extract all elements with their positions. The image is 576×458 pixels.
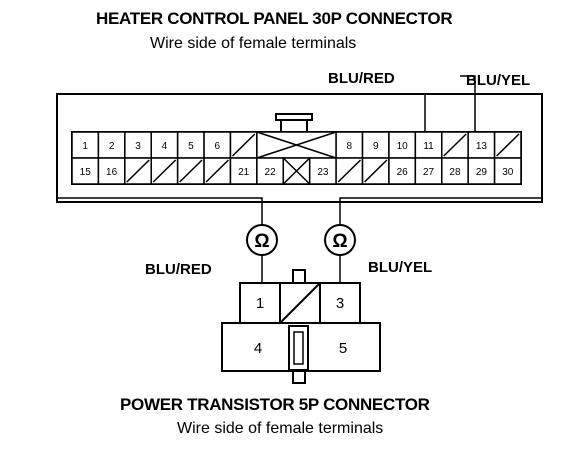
cavity-4: 4 <box>150 131 179 159</box>
transistor-wire-label-left: BLU/RED <box>145 261 212 278</box>
cavity-30: 30 <box>493 157 522 185</box>
cavity-empty <box>493 131 522 159</box>
heater-connector-bottom-row: 15 16 21 22 23 26 27 28 29 30 <box>71 157 522 185</box>
pin-label: 27 <box>423 167 435 178</box>
pin-label: 11 <box>423 141 434 152</box>
pin-label: 22 <box>265 167 277 178</box>
cavity-5: 5 <box>176 131 205 159</box>
heater-connector-subtitle: Wire side of female terminals <box>150 35 357 52</box>
wire-label-pin11: BLU/RED <box>328 70 395 87</box>
cavity-8: 8 <box>335 131 364 159</box>
pin-label: 1 <box>82 141 88 152</box>
pin-label: 28 <box>449 167 461 178</box>
cavity-empty <box>124 157 152 185</box>
cavity-blocked <box>256 131 337 159</box>
cavity-empty <box>150 157 179 185</box>
cavity-empty <box>229 131 258 159</box>
pin-label: 8 <box>347 141 353 152</box>
pin-label: 2 <box>109 141 115 152</box>
cavity-3: 3 <box>124 131 152 159</box>
pin-label: 10 <box>397 141 409 152</box>
cavity-empty <box>335 157 364 185</box>
cavity-empty <box>361 157 390 185</box>
transistor-terminal-4: 4 <box>254 340 262 357</box>
cavity-27: 27 <box>414 157 443 185</box>
ohmmeter-right: Ω <box>324 224 356 256</box>
pin-label: 13 <box>476 141 488 152</box>
pin-label: 23 <box>317 167 329 178</box>
ohmmeter-right-symbol: Ω <box>332 231 347 252</box>
transistor-terminal-3: 3 <box>336 295 344 312</box>
cavity-22: 22 <box>256 157 285 185</box>
pin-label: 4 <box>162 141 168 152</box>
pin-label: 3 <box>135 141 141 152</box>
transistor-top-tab <box>292 269 306 284</box>
transistor-connector-title: POWER TRANSISTOR 5P CONNECTOR <box>120 395 430 414</box>
cavity-10: 10 <box>388 131 417 159</box>
pin-label: 30 <box>502 167 514 178</box>
cavity-16: 16 <box>97 157 126 185</box>
pin-label: 9 <box>373 141 379 152</box>
pin-label: 5 <box>188 141 194 152</box>
cavity-1: 1 <box>71 131 100 159</box>
cavity-9: 9 <box>361 131 390 159</box>
cavity-21: 21 <box>229 157 258 185</box>
cavity-13: 13 <box>467 131 496 159</box>
wire-pin13-up <box>460 75 476 132</box>
heater-connector-top-row: 1 2 3 4 5 6 8 9 10 11 13 <box>71 131 522 159</box>
heater-connector-title: HEATER CONTROL PANEL 30P CONNECTOR <box>96 9 453 28</box>
transistor-bottom-tab <box>292 370 306 384</box>
cavity-15: 15 <box>71 157 100 185</box>
cavity-26: 26 <box>388 157 417 185</box>
cavity-2: 2 <box>97 131 126 159</box>
pin-label: 16 <box>106 167 118 178</box>
transistor-empty-slot-hatch <box>279 282 321 324</box>
ohmmeter-left-symbol: Ω <box>254 231 269 252</box>
cavity-11: 11 <box>414 131 443 159</box>
cavity-29: 29 <box>467 157 496 185</box>
heater-connector-lock-tab-cap <box>275 113 313 121</box>
pin-label: 29 <box>476 167 488 178</box>
transistor-terminal-5: 5 <box>339 340 347 357</box>
wire-right-to-meter <box>339 197 543 225</box>
cavity-23: 23 <box>308 157 337 185</box>
cavity-28: 28 <box>441 157 469 185</box>
pin-label: 26 <box>397 167 409 178</box>
transistor-connector: 1 3 4 5 <box>221 269 381 384</box>
ohmmeter-left: Ω <box>246 224 278 256</box>
transistor-wire-label-right: BLU/YEL <box>368 259 433 276</box>
cavity-empty <box>441 131 469 159</box>
wire-label-pin13: BLU/YEL <box>466 72 531 89</box>
cavity-empty <box>176 157 205 185</box>
heater-connector-housing <box>56 93 543 203</box>
pin-label: 15 <box>80 167 92 178</box>
pin-label: 6 <box>214 141 220 152</box>
cavity-blocked <box>282 157 311 185</box>
cavity-empty <box>203 157 232 185</box>
transistor-terminal-1: 1 <box>256 295 264 312</box>
pin-label: 21 <box>238 167 250 178</box>
wire-left-to-meter <box>56 197 263 225</box>
cavity-6: 6 <box>203 131 232 159</box>
transistor-connector-subtitle: Wire side of female terminals <box>177 420 384 437</box>
